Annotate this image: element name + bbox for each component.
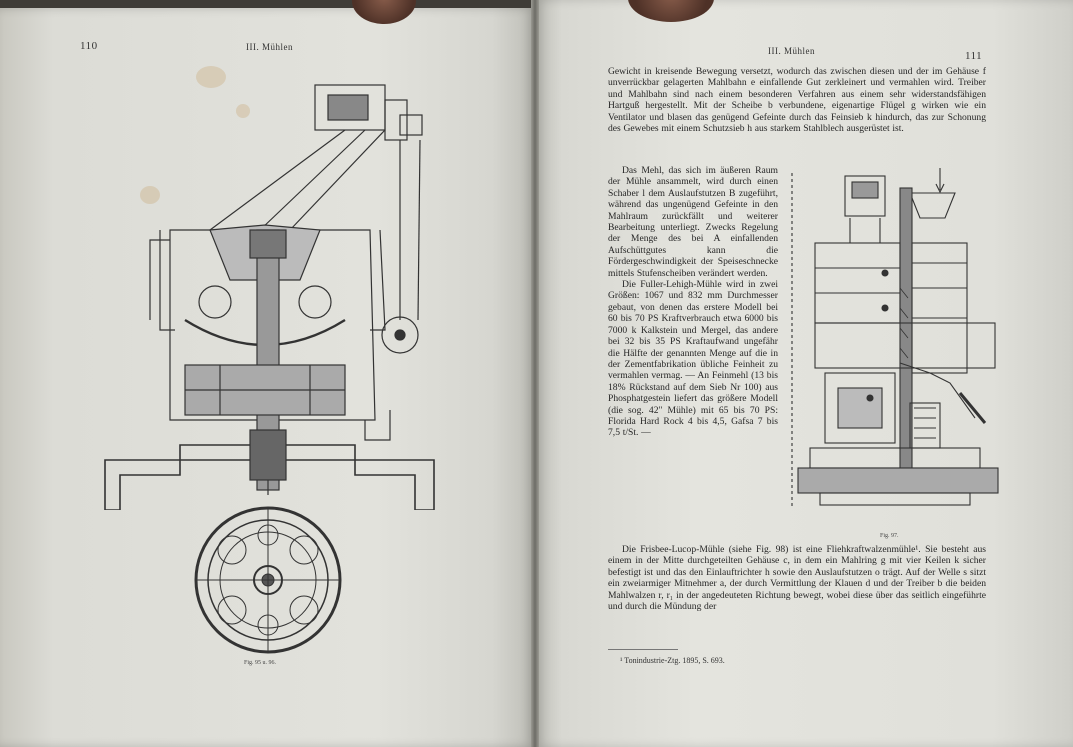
footnote: ¹ Tonindustrie-Ztg. 1895, S. 693. — [620, 656, 725, 665]
paragraph-text: Die Fuller-Lehigh-Mühle wird in zwei Grö… — [608, 279, 778, 439]
right-paragraph-2: Die Frisbee-Lucop-Mühle (siehe Fig. 98) … — [608, 544, 986, 612]
right-narrow-column: Das Mehl, das sich im äußeren Raum der M… — [608, 165, 778, 439]
footnote-rule — [608, 649, 678, 650]
fuller-mill-section-drawing — [791, 168, 999, 508]
left-figure-caption: Fig. 95 u. 96. — [244, 660, 277, 666]
paper-stain — [236, 104, 250, 118]
paragraph-text: Die Frisbee-Lucop-Mühle (siehe Fig. 98) … — [608, 544, 986, 613]
right-paragraph-1: Gewicht in kreisende Bewegung versetzt, … — [608, 66, 986, 134]
book-gutter — [531, 0, 539, 747]
paper-stain — [140, 186, 160, 204]
thumb-right — [628, 0, 714, 22]
paper-stain — [196, 66, 226, 88]
right-page — [535, 0, 1073, 747]
right-page-number: 111 — [965, 50, 983, 62]
paragraph-text: Das Mehl, das sich im äußeren Raum der M… — [608, 165, 778, 279]
right-figure-caption: Fig. 97. — [880, 533, 899, 539]
paragraph-text: Gewicht in kreisende Bewegung versetzt, … — [608, 66, 986, 135]
left-running-head: III. Mühlen — [246, 42, 293, 52]
mill-elevation-drawing — [104, 84, 435, 510]
left-page-number: 110 — [80, 40, 98, 52]
mill-plan-drawing — [194, 506, 342, 654]
right-running-head: III. Mühlen — [768, 46, 815, 56]
